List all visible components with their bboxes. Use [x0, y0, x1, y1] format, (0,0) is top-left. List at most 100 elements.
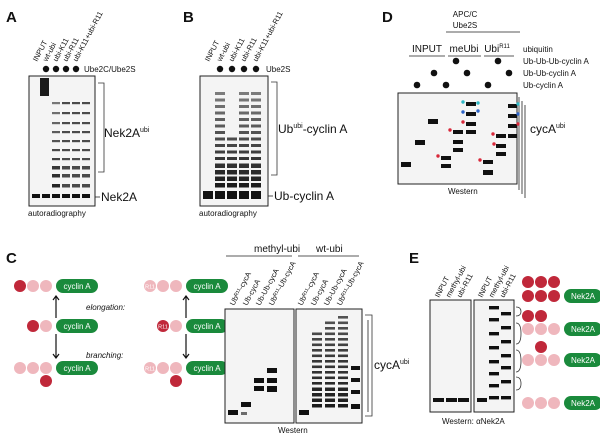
cyclin-a-label: cyclin A — [193, 364, 221, 373]
ubiquitin-circle — [522, 323, 534, 335]
panel-c-ladder-band — [312, 343, 322, 347]
panel-b-ladder-band — [239, 118, 249, 121]
ubiquitin-circle — [144, 280, 156, 292]
panel-a-ladder-band — [52, 174, 60, 178]
panel-c-ladder-band — [338, 398, 348, 402]
panel-b-ladder-band — [215, 144, 225, 147]
panel-c-ladder-band — [325, 365, 335, 369]
panel-b-ladder-band — [251, 92, 261, 95]
ubiquitin-circle — [170, 320, 182, 332]
panel-c-ladder-band — [312, 376, 322, 380]
panel-b-substrate-band — [227, 191, 237, 199]
panel-c-group1: methyl-ubi — [254, 244, 300, 255]
panel-a-ladder-band — [52, 122, 60, 125]
panel-e-bracket — [515, 376, 522, 391]
panel-c-ladder-band — [312, 371, 322, 374]
panel-b-ladder-band — [251, 144, 261, 147]
panel-d-band — [508, 124, 517, 128]
panel-c-group2: wt-ubi — [315, 244, 343, 255]
panel-b-method: autoradiography — [199, 209, 257, 218]
panel-d: D APC/C Ube2S INPUT meUbi UbiR11 ubiquit… — [382, 9, 589, 198]
panel-d-band — [508, 134, 517, 138]
panel-b-ladder-band — [239, 98, 249, 102]
panel-a-substrate-band — [72, 194, 80, 198]
panel-d-marker-dot — [516, 102, 520, 106]
panel-e-ladder-band — [501, 340, 511, 344]
panel-a-substrate-band — [52, 194, 60, 198]
panel-a-ladder-band — [72, 140, 80, 143]
panel-d-group-ubi: UbiR11 — [484, 44, 510, 55]
panel-c-band — [254, 386, 264, 391]
panel-c-bands — [228, 316, 360, 415]
panel-b-ladder-band — [239, 183, 249, 188]
ubiquitin-circle — [535, 290, 547, 302]
panel-e-ladder-band — [501, 354, 511, 358]
cyclin-a-label: cyclin A — [63, 364, 91, 373]
cyclin-a-label: Nek2A — [571, 325, 596, 334]
panel-a-ladder-band — [82, 131, 90, 134]
panel-c-bracket — [365, 314, 373, 417]
panel-a-ladder-band — [52, 112, 60, 115]
ubiquitin-circle — [40, 362, 52, 374]
panel-d-band — [441, 156, 451, 160]
panel-e-bands — [433, 306, 522, 402]
panel-a-substrate-band — [62, 194, 70, 198]
panel-d-band — [428, 119, 438, 124]
panel-e-ladder-band — [501, 396, 511, 400]
cyclin-a-label: cyclin A — [63, 282, 91, 291]
cyclin-a-pill — [56, 279, 98, 293]
panel-a-ladder-band — [52, 140, 60, 143]
panel-d-dot — [442, 81, 450, 89]
panel-d-marker-dot — [476, 109, 480, 113]
arrow-head — [182, 295, 190, 301]
panel-c-ladder-band — [325, 376, 335, 380]
panel-d-group-meubi: meUbi — [450, 44, 479, 55]
panel-c-band — [267, 368, 277, 373]
panel-a-ladder-band — [62, 174, 70, 178]
panel-b-ladder-band — [227, 183, 237, 188]
panel-e-ladder-band — [489, 332, 499, 336]
panel-c-ladder-band — [338, 354, 348, 358]
panel-d-group-input: INPUT — [412, 44, 442, 55]
panel-a-ladder-band — [82, 112, 90, 115]
panel-b-ladder-band — [251, 124, 261, 128]
cyclin-a-label: Nek2A — [571, 399, 596, 408]
panel-c-branching: branching: — [86, 351, 123, 360]
ubiquitin-circle — [170, 280, 182, 292]
ubiquitin-circle — [157, 280, 169, 292]
panel-e-band — [433, 398, 444, 402]
ubiquitin-circle — [170, 362, 182, 374]
panel-c-ladder-band — [325, 360, 335, 363]
panel-a-ladder-band — [72, 112, 80, 115]
panel-d-row-4: Ub-cyclin A — [523, 81, 564, 90]
panel-c-ladder-band — [325, 354, 335, 358]
ubiquitin-circle — [522, 276, 534, 288]
panel-c-ladder-band — [338, 365, 348, 369]
panel-c-band — [267, 386, 277, 392]
ubiquitin-circle — [522, 290, 534, 302]
panel-b-substrate-band — [203, 191, 213, 199]
panel-d-gel — [397, 92, 518, 185]
cyclin-a-label: cyclin A — [193, 322, 221, 331]
panel-e-ladder-band — [489, 372, 499, 376]
panel-a-ladder-band — [62, 112, 70, 115]
panel-b-ladder-band — [215, 183, 225, 188]
panel-b-ladder-band — [239, 131, 249, 134]
panel-b-dot — [228, 65, 236, 73]
nek2a-pill — [564, 396, 600, 410]
panel-d-dot — [452, 57, 460, 65]
panel-c-band — [299, 410, 309, 415]
panel-c-ladder-band — [312, 365, 322, 369]
panel-b-ladder-band — [227, 170, 237, 175]
panel-e-ladder-band — [501, 380, 511, 384]
panel-c-band — [228, 410, 238, 415]
cyclin-a-label: cyclin A — [193, 282, 221, 291]
panel-b-lane-5: ubi-K11+ubi-R11 — [251, 10, 285, 63]
panel-d-marker-dot — [492, 142, 496, 146]
panel-a-ladder-band — [72, 174, 80, 178]
panel-a-dot — [62, 65, 70, 73]
panel-e-band — [458, 398, 469, 402]
panel-b-substrate-label: Ub-cyclin A — [274, 189, 334, 203]
panel-e-ladder-band — [489, 346, 499, 350]
panel-d-marker-dot — [448, 128, 452, 132]
